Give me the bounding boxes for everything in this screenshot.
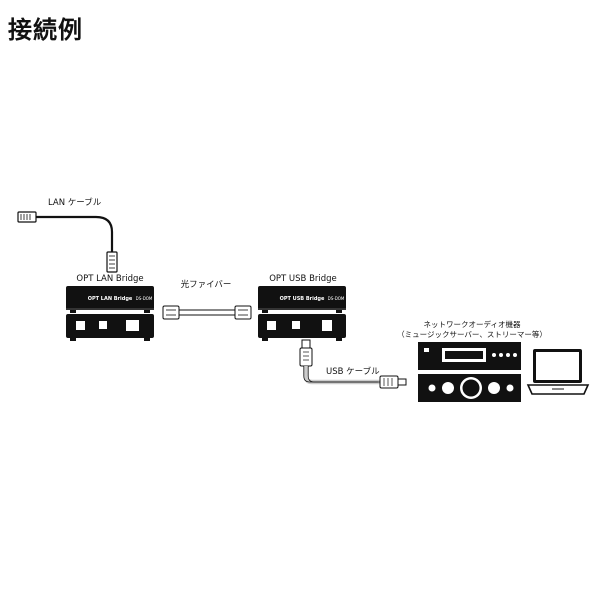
usb-cable-label: USB ケーブル (326, 366, 380, 377)
usb-cable (299, 339, 407, 389)
opt-lan-bridge-front (66, 286, 154, 310)
opt-lan-front-text: OPT LAN Bridge (88, 296, 133, 302)
lan-cable-label: LAN ケーブル (48, 197, 102, 208)
opt-lan-brand: DS-DOM (136, 296, 153, 301)
opt-lan-bridge-label: OPT LAN Bridge (76, 274, 143, 284)
lan-plug-bottom (106, 251, 118, 273)
fiber-label: 光ファイバー (181, 279, 232, 290)
fiber-connector-left (162, 305, 180, 320)
power-port-icon (292, 321, 300, 329)
opt-usb-bridge-device: OPT USB Bridge DS-DOM (258, 286, 346, 341)
usb-plug-top (299, 347, 313, 367)
opt-usb-brand: DS-DOM (328, 296, 345, 301)
usb-plug-side (379, 375, 399, 389)
network-audio-label: ネットワークオーディオ機器 (424, 319, 521, 329)
fiber-connector-right (234, 305, 252, 320)
lan-cable (17, 211, 118, 273)
opt-usb-bridge-label: OPT USB Bridge (269, 274, 337, 284)
opt-usb-bridge-front (258, 286, 346, 310)
network-streamer-device (418, 342, 521, 370)
optical-fiber (162, 305, 252, 320)
opt-lan-bridge-device: OPT LAN Bridge DS-DOM (66, 286, 154, 341)
page-title: 接続例 (8, 16, 83, 44)
amplifier-device (418, 374, 521, 402)
optical-port-icon (76, 321, 85, 330)
power-port-icon (99, 321, 107, 329)
lan-port-icon (126, 320, 139, 331)
usb-port-icon (322, 320, 332, 331)
optical-port-icon (267, 321, 276, 330)
opt-usb-front-text: OPT USB Bridge (280, 296, 325, 302)
laptop-icon (526, 349, 590, 395)
network-audio-examples-label: （ミュージックサーバー、ストリーマー等） (397, 329, 547, 339)
